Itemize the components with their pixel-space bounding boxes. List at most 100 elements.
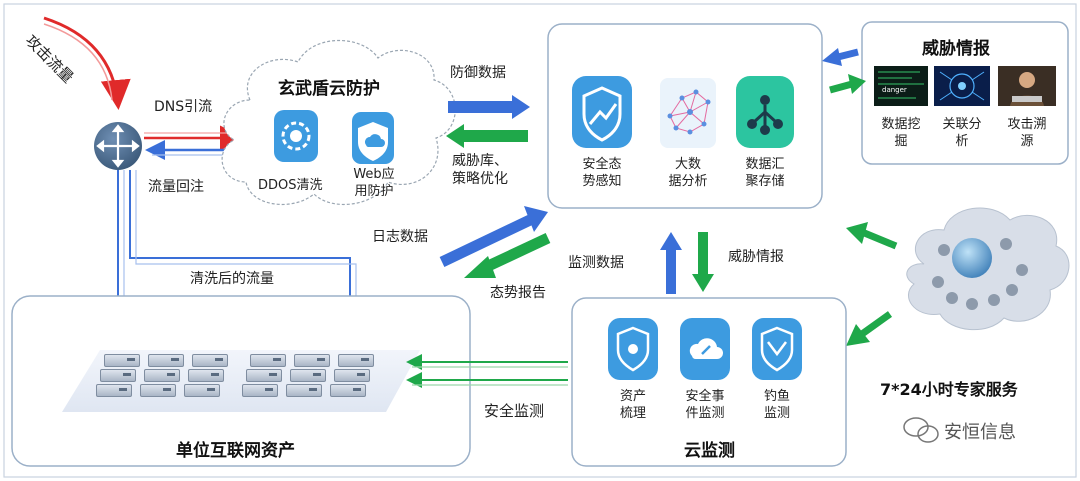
log-data-label: 日志数据 [372,229,428,245]
server-led [353,388,361,391]
server-led [269,373,277,376]
wechat-icon [903,417,939,443]
expert-cloud-shape [906,207,1070,331]
defense-data-label: 防御数据 [450,65,506,81]
intel-danger-caption: danger [882,86,907,94]
server-unit [104,354,140,367]
server-led [357,373,365,376]
router-icon [94,122,142,170]
intel-correlation-label: 关联分 析 [932,116,992,150]
monitor-data-arrow [660,232,682,294]
expert-to-monitor-arrow [846,311,893,346]
situation-label-line1: 安全态 [582,157,622,172]
bigdata-icon [660,78,716,148]
ddos-label: DDOS清洗 [258,178,323,193]
brand-name: 安恒信息 [944,422,1016,443]
cloud-monitor-title: 云监测 [684,441,735,461]
ddos-icon [274,110,318,162]
event-monitor-line1: 安全事 [685,389,725,404]
situation-label: 安全态 势感知 [572,156,632,190]
security-monitor-arrows [406,354,568,388]
event-monitor-label: 安全事 件监测 [675,388,735,422]
server-led [215,358,223,361]
storage-label-line2: 聚存储 [745,174,785,189]
phishing-monitor-line1: 钓鱼 [763,389,790,404]
attack-flow-arrow [43,16,131,110]
event-monitor-line2: 件监测 [685,406,725,421]
clean-flow-label: 清洗后的流量 [190,271,274,287]
bigdata-label-line2: 据分析 [668,174,708,189]
server-led [207,388,215,391]
server-unit [338,354,374,367]
server-led [361,358,369,361]
dns-redirect-arrow [144,125,245,151]
intel-mining-line1: 数据挖 [881,117,921,132]
server-led [171,358,179,361]
server-led [313,373,321,376]
server-led [273,358,281,361]
bigdata-label-line1: 大数 [674,157,701,172]
server-led [265,388,273,391]
server-unit [330,384,366,397]
phishing-monitor-icon [752,318,802,380]
intel-trace-image [998,66,1056,106]
server-unit [246,369,282,382]
intel-to-platform-arrow [822,48,859,66]
asset-sort-line2: 梳理 [619,406,646,421]
bigdata-label: 大数 据分析 [658,156,718,190]
situation-label-line2: 势感知 [582,174,622,189]
threat-lib-arrow [446,124,528,148]
server-unit [290,369,326,382]
server-led [127,358,135,361]
storage-icon [736,76,794,148]
cloud-protect-title: 玄武盾云防护 [278,79,380,99]
log-data-arrow [439,206,548,267]
threat-lib-line2: 策略优化 [452,171,508,187]
server-led [119,388,127,391]
intel-trace-label: 攻击溯 源 [996,116,1058,150]
server-unit [184,384,220,397]
outer-frame [3,3,1077,478]
server-unit [192,354,228,367]
server-led [309,388,317,391]
server-led [317,358,325,361]
intel-trace-line1: 攻击溯 [1007,117,1047,132]
server-led [211,373,219,376]
flow-back-label: 流量回注 [148,179,204,195]
intel-mining-line2: 掘 [894,134,908,149]
waf-label: Web应 用防护 [348,166,400,200]
server-led [167,373,175,376]
defense-data-arrow [448,95,530,119]
expert-to-platform-arrow [846,222,898,250]
situation-report-label: 态势报告 [490,285,546,301]
threat-intel-down-arrow [692,232,714,292]
assets-title: 单位互联网资产 [176,441,295,461]
asset-sort-label: 资产 梳理 [603,388,663,422]
asset-sort-icon [608,318,658,380]
intel-trace-line2: 源 [1020,134,1034,149]
intel-correlation-line2: 析 [955,134,969,149]
server-unit [140,384,176,397]
server-unit [286,384,322,397]
intel-mining-label: 数据挖 掘 [870,116,932,150]
storage-label: 数据汇 聚存储 [734,156,796,190]
waf-label-line1: Web应 [353,167,395,182]
server-unit [96,384,132,397]
intel-correlation-line1: 关联分 [942,117,982,132]
server-unit [148,354,184,367]
phishing-monitor-label: 钓鱼 监测 [747,388,807,422]
server-unit [334,369,370,382]
server-led [123,373,131,376]
waf-label-line2: 用防护 [354,184,394,199]
intel-data-mining-image [874,66,928,106]
cloud-protect-shape [221,39,456,206]
server-unit [242,384,278,397]
asset-sort-line1: 资产 [619,389,646,404]
phishing-monitor-line2: 监测 [763,406,790,421]
server-unit [100,369,136,382]
situation-report-arrow [464,233,551,278]
platform-to-intel-arrow [829,74,866,94]
threat-lib-label: 威胁库、 策略优化 [452,152,508,188]
intel-title: 威胁情报 [922,39,990,59]
security-monitor-label: 安全监测 [484,402,545,420]
